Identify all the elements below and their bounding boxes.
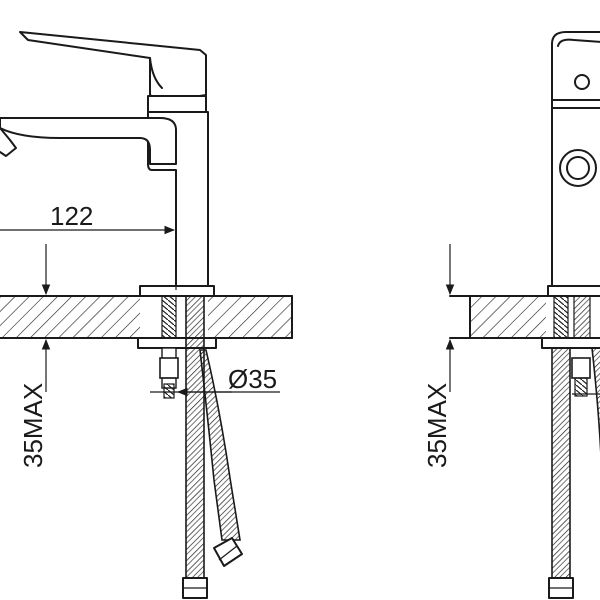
main-body-front [551, 99, 600, 289]
front-view: 35MAX [422, 31, 600, 599]
aerator [0, 127, 17, 157]
mounting-assembly [137, 295, 217, 399]
spout-outlet-inner [566, 156, 590, 180]
faucet-body [0, 31, 215, 297]
side-view: 122 Ø35 35MAX [0, 31, 293, 599]
braided-hoses [182, 295, 243, 599]
base-flange [139, 285, 215, 297]
dimension-hole-diameter: Ø35 [150, 364, 280, 397]
cartridge-housing [147, 95, 207, 113]
braided-hoses-front [548, 347, 600, 599]
countertop-section [0, 295, 293, 339]
max-thickness-front-label: 35MAX [422, 383, 452, 468]
lever-handle [19, 31, 207, 103]
spout-reach-label: 122 [50, 201, 93, 231]
hole-diameter-label: Ø35 [228, 364, 277, 394]
faucet-body-front [547, 31, 600, 297]
mounting-assembly-front [541, 295, 600, 397]
temperature-indicator [574, 74, 590, 90]
dimension-spout-reach: 122 [0, 201, 177, 290]
dimension-max-thickness-side: 35MAX [18, 244, 51, 468]
dimension-max-thickness-front: 35MAX [422, 244, 600, 468]
spout [0, 117, 177, 165]
max-thickness-side-label: 35MAX [18, 383, 48, 468]
